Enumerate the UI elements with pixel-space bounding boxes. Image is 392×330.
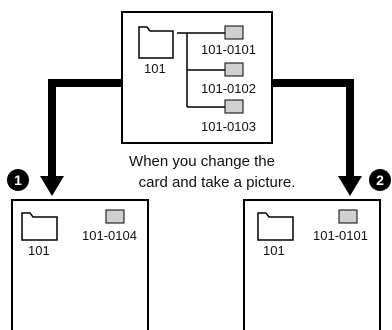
flow-arrows: [40, 79, 362, 196]
left-file-label: 101-0104: [82, 228, 137, 243]
right-arrowhead: [338, 176, 362, 196]
right-file-label: 101-0101: [313, 228, 368, 243]
top-file-label-3: 101-0103: [201, 119, 256, 134]
left-arrow-line: [48, 79, 122, 178]
folder-icon: [138, 26, 174, 59]
marker-1: 1: [7, 169, 29, 191]
marker-2-label: 2: [376, 172, 384, 188]
file-icon: [338, 209, 358, 224]
left-arrowhead: [40, 176, 64, 196]
marker-1-label: 1: [14, 172, 22, 188]
top-folder-label: 101: [144, 61, 166, 76]
top-box: 101 101-0101 101-0102 101-0103: [121, 11, 273, 144]
folder-icon: [21, 212, 58, 241]
file-tree-connector: [177, 32, 225, 108]
marker-2: 2: [369, 169, 391, 191]
right-folder-label: 101: [263, 243, 285, 258]
file-icon: [224, 99, 244, 114]
caption-line-1: When you change the: [129, 153, 275, 170]
file-icon: [224, 62, 244, 77]
top-file-label-2: 101-0102: [201, 81, 256, 96]
file-icon: [224, 25, 244, 40]
right-box-frame: [243, 199, 381, 330]
right-arrow-line: [272, 79, 354, 178]
caption-line-2: card and take a picture.: [139, 174, 296, 191]
folder-icon: [257, 212, 294, 241]
left-box-frame: [11, 199, 149, 330]
right-box: 101 101-0101: [243, 199, 381, 330]
file-icon: [105, 209, 125, 224]
top-file-label-1: 101-0101: [201, 42, 256, 57]
left-box: 101 101-0104: [11, 199, 149, 330]
left-folder-label: 101: [28, 243, 50, 258]
